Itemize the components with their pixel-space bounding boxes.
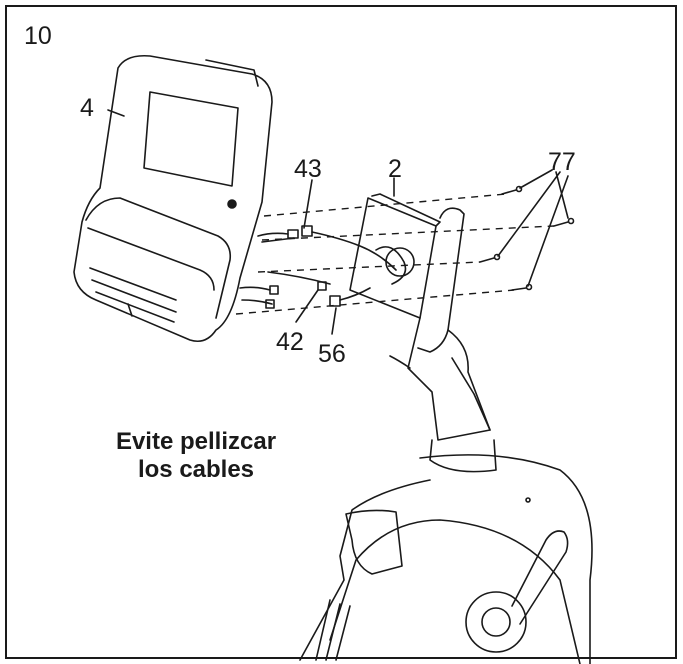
callout-wire-43: 43 — [294, 155, 322, 183]
leader-56 — [331, 307, 337, 335]
console-display — [143, 91, 239, 187]
leader-77 — [497, 169, 569, 287]
leader-43 — [303, 179, 313, 229]
water-bottle-holder — [345, 509, 403, 575]
callout-console: 4 — [80, 94, 94, 122]
warning-line-2: los cables — [137, 456, 255, 483]
callout-wire-56: 56 — [318, 340, 346, 368]
wire-harness — [239, 225, 397, 309]
leader-4 — [107, 109, 125, 117]
leader-42 — [295, 289, 319, 323]
diagram-frame — [5, 5, 677, 659]
upright-post — [389, 207, 497, 473]
callout-screws: 77 — [548, 148, 576, 176]
connector-43-left — [287, 229, 299, 239]
crank-arm — [511, 530, 569, 625]
bracket-plate — [349, 193, 441, 319]
bracket-hole — [385, 247, 415, 277]
callout-bracket: 2 — [388, 155, 402, 183]
console-unit — [73, 54, 273, 343]
warning-line-1: Evite pellizcar — [115, 428, 277, 455]
crank-hub — [465, 591, 527, 653]
warning-text: Evite pellizcar los cables — [96, 428, 296, 484]
screws — [479, 185, 575, 291]
step-number: 10 — [24, 22, 52, 50]
callout-wire-42: 42 — [276, 328, 304, 356]
base-housing — [299, 454, 593, 664]
console-button — [227, 199, 237, 209]
connector-56 — [329, 295, 341, 307]
connector-42-left — [269, 285, 279, 295]
connector-42 — [317, 281, 327, 291]
connector-43-right — [301, 225, 313, 237]
alignment-lines — [235, 193, 555, 315]
